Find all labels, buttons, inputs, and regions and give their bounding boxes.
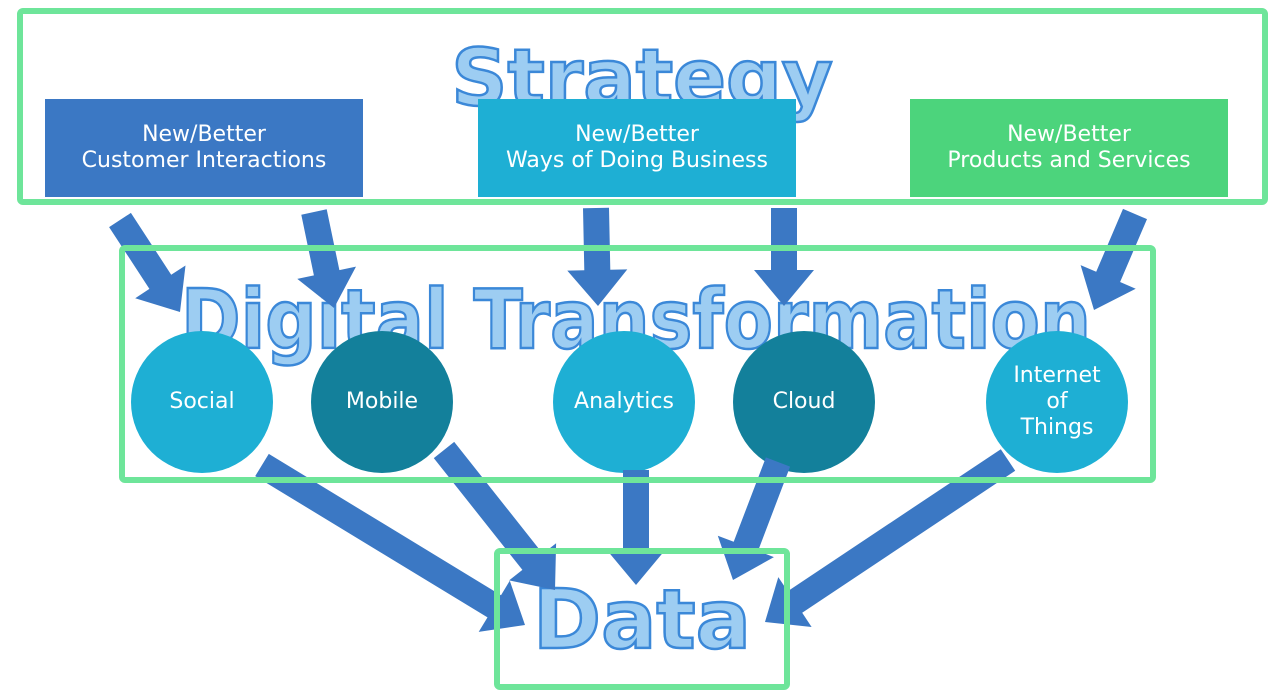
- block-arrow: [109, 212, 186, 312]
- box-line: New/Better: [575, 122, 699, 147]
- block-arrow: [754, 208, 814, 306]
- circle-label: Internet: [1013, 363, 1101, 388]
- strategy-frame: [17, 8, 1268, 205]
- box-line: New/Better: [142, 122, 266, 147]
- circle-label: of: [1046, 389, 1068, 414]
- block-arrow: [765, 449, 1016, 627]
- circle-cloud: Cloud: [733, 331, 875, 473]
- data-frame: [494, 548, 790, 690]
- circle-label: Social: [169, 389, 235, 414]
- circle-analytics: Analytics: [553, 331, 695, 473]
- circle-label: Things: [1020, 415, 1094, 440]
- circle-mobile: Mobile: [311, 331, 453, 473]
- box-ways-of-doing-business: New/Better Ways of Doing Business: [478, 99, 796, 197]
- block-arrow: [606, 470, 666, 585]
- box-products-and-services: New/Better Products and Services: [910, 99, 1228, 197]
- block-arrow: [717, 457, 791, 580]
- box-line: Customer Interactions: [81, 148, 327, 173]
- circle-label: Analytics: [574, 389, 674, 414]
- box-customer-interactions: New/Better Customer Interactions: [45, 99, 363, 197]
- block-arrow: [1080, 208, 1147, 310]
- box-line: Ways of Doing Business: [506, 148, 768, 173]
- block-arrow: [297, 209, 356, 308]
- block-arrow: [255, 453, 525, 632]
- box-line: Products and Services: [947, 148, 1191, 173]
- circle-label: Mobile: [345, 389, 419, 414]
- box-line: New/Better: [1007, 122, 1131, 147]
- circle-internet-of-things: Internet of Things: [986, 331, 1128, 473]
- data-title: Data: [533, 573, 751, 668]
- circle-social: Social: [131, 331, 273, 473]
- block-arrow: [567, 207, 628, 306]
- digital-transformation-frame: [119, 245, 1156, 483]
- arrow-group: [109, 207, 1147, 632]
- circle-label: Cloud: [772, 389, 836, 414]
